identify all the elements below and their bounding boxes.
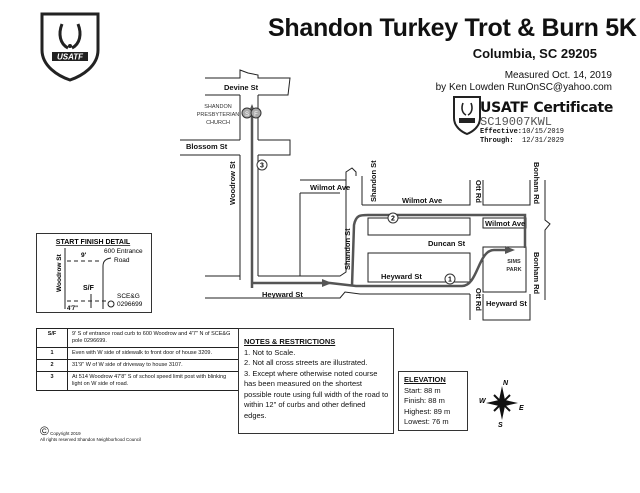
measured-date: Measured Oct. 14, 2019 (504, 70, 612, 81)
start-label: S (245, 112, 249, 118)
finish-marker (250, 107, 262, 119)
point-text: 31'9" W of W side of driveway to house 3… (67, 359, 239, 372)
elevation-box: ELEVATION Start: 88 m Finish: 88 m Highe… (398, 371, 468, 431)
note-item: 1. Not to Scale. (244, 347, 296, 357)
usatf-shield-icon (453, 96, 481, 136)
street-devine: Devine St (224, 83, 259, 92)
arrow-icon (322, 279, 332, 287)
detail-pole-1: SCE&G (117, 293, 140, 300)
marker-3 (256, 159, 268, 171)
point-key: 1 (36, 347, 68, 360)
detail-sf: S/F (83, 285, 95, 292)
elevation-start: Start: 88 m (404, 385, 441, 395)
compass-e: E (519, 405, 524, 412)
copyright-line1: Copyright 2019 (50, 431, 81, 436)
note-item: 3. Except where otherwise noted course h… (244, 368, 389, 420)
street-ott: Ott Rd (474, 180, 483, 203)
usatf-logo: USATF (40, 12, 100, 82)
church-label-1: SHANDON (204, 104, 232, 110)
point-text: Even with W side of sidewalk to front do… (67, 347, 239, 360)
certificate-block: USATF Certificate SC19007KWL Effective:1… (480, 100, 613, 146)
compass-n: N (503, 380, 509, 387)
park-label-1: SIMS (507, 259, 521, 265)
detail-title: START FINISH DETAIL (56, 239, 131, 246)
point-key: 3 (36, 371, 68, 391)
effective-label: Effective: (480, 128, 523, 136)
elevation-highest: Highest: 89 m (404, 406, 451, 416)
finish-label: F (254, 112, 258, 118)
marker-1 (444, 273, 456, 285)
effective-date: 10/15/2019 (522, 128, 565, 136)
point-text: At 514 Woodrow 47'8" S of school speed l… (67, 371, 239, 391)
street-wilmot-2: Wilmot Ave (402, 196, 442, 205)
notes-heading: NOTES & RESTRICTIONS (244, 337, 336, 346)
page-title: Shandon Turkey Trot & Burn 5K (268, 14, 637, 42)
certificate-id: SC19007KWL (480, 115, 553, 129)
certificate-heading: USATF Certificate (480, 100, 614, 116)
street-bonham: Bonham Rd (532, 162, 541, 205)
street-shandon-2: Shandon St (343, 228, 352, 270)
detail-dist1: 9' (81, 252, 87, 259)
street-heyward: Heyward St (262, 290, 303, 299)
marker-1-label: 1 (448, 277, 452, 284)
arrow-icon (505, 246, 515, 254)
street-heyward-3: Heyward St (486, 299, 527, 308)
marker-2 (387, 212, 399, 224)
pole-icon (107, 300, 115, 308)
through-label: Through: (480, 137, 514, 145)
elevation-heading: ELEVATION (404, 375, 446, 384)
detail-pole-2: 0296699 (117, 301, 143, 308)
course-map: S F 1 2 3 Devine St Blossom St Woodrow S… (180, 69, 551, 321)
street-shandon: Shandon St (369, 160, 378, 202)
church-label-2: PRESBYTERIAN (197, 112, 240, 118)
street-blossom: Blossom St (186, 142, 228, 151)
church-label-3: CHURCH (206, 120, 230, 126)
compass-rose-icon: N S E W (479, 380, 524, 428)
marker-3-label: 3 (260, 163, 264, 170)
location: Columbia, SC 29205 (472, 46, 597, 61)
point-key: 2 (36, 359, 68, 372)
street-outlines (180, 69, 551, 321)
marker-2-label: 2 (391, 216, 395, 223)
race-route (250, 110, 527, 288)
notes-box: NOTES & RESTRICTIONS 1. Not to Scale. 2.… (238, 328, 394, 434)
street-woodrow: Woodrow St (228, 161, 237, 205)
detail-entrance-2: Road (114, 257, 130, 264)
point-key: S/F (36, 328, 68, 348)
copyright: © Copyright 2019 All rights reserved Sha… (40, 425, 142, 443)
street-ott-2: Ott Rd (474, 288, 483, 311)
elevation-finish: Finish: 88 m (404, 396, 445, 405)
copyright-line2: All rights reserved Shandon Neighborhood… (40, 437, 142, 442)
point-text: 9' S of entrance road curb to 600 Woodro… (67, 328, 239, 348)
street-bonham-2: Bonham Rd (532, 252, 541, 295)
copyright-icon: © (40, 424, 49, 438)
detail-dist2: 4'7" (67, 306, 78, 312)
street-wilmot: Wilmot Ave (310, 183, 350, 192)
detail-entrance-1: 600 Entrance (104, 248, 143, 255)
measurement-info: Measured Oct. 14, 2019 by Ken Lowden Run… (436, 70, 612, 94)
measured-by: by Ken Lowden RunOnSC@yahoo.com (435, 82, 612, 93)
street-heyward-2: Heyward St (381, 272, 422, 281)
compass-s: S (498, 422, 503, 428)
street-wilmot-3: Wilmot Ave (485, 219, 525, 228)
street-duncan: Duncan St (428, 239, 466, 248)
elevation-lowest: Lowest: 76 m (404, 417, 449, 426)
note-item: 2. Not all cross streets are illustrated… (244, 358, 368, 367)
park-label-2: PARK (506, 267, 521, 273)
start-finish-detail: START FINISH DETAIL Woodrow St 9' 600 En… (36, 233, 152, 313)
compass-w: W (479, 398, 487, 405)
detail-street: Woodrow St (56, 253, 63, 292)
logo-text: USATF (57, 53, 84, 62)
through-date: 12/31/2029 (522, 137, 565, 145)
